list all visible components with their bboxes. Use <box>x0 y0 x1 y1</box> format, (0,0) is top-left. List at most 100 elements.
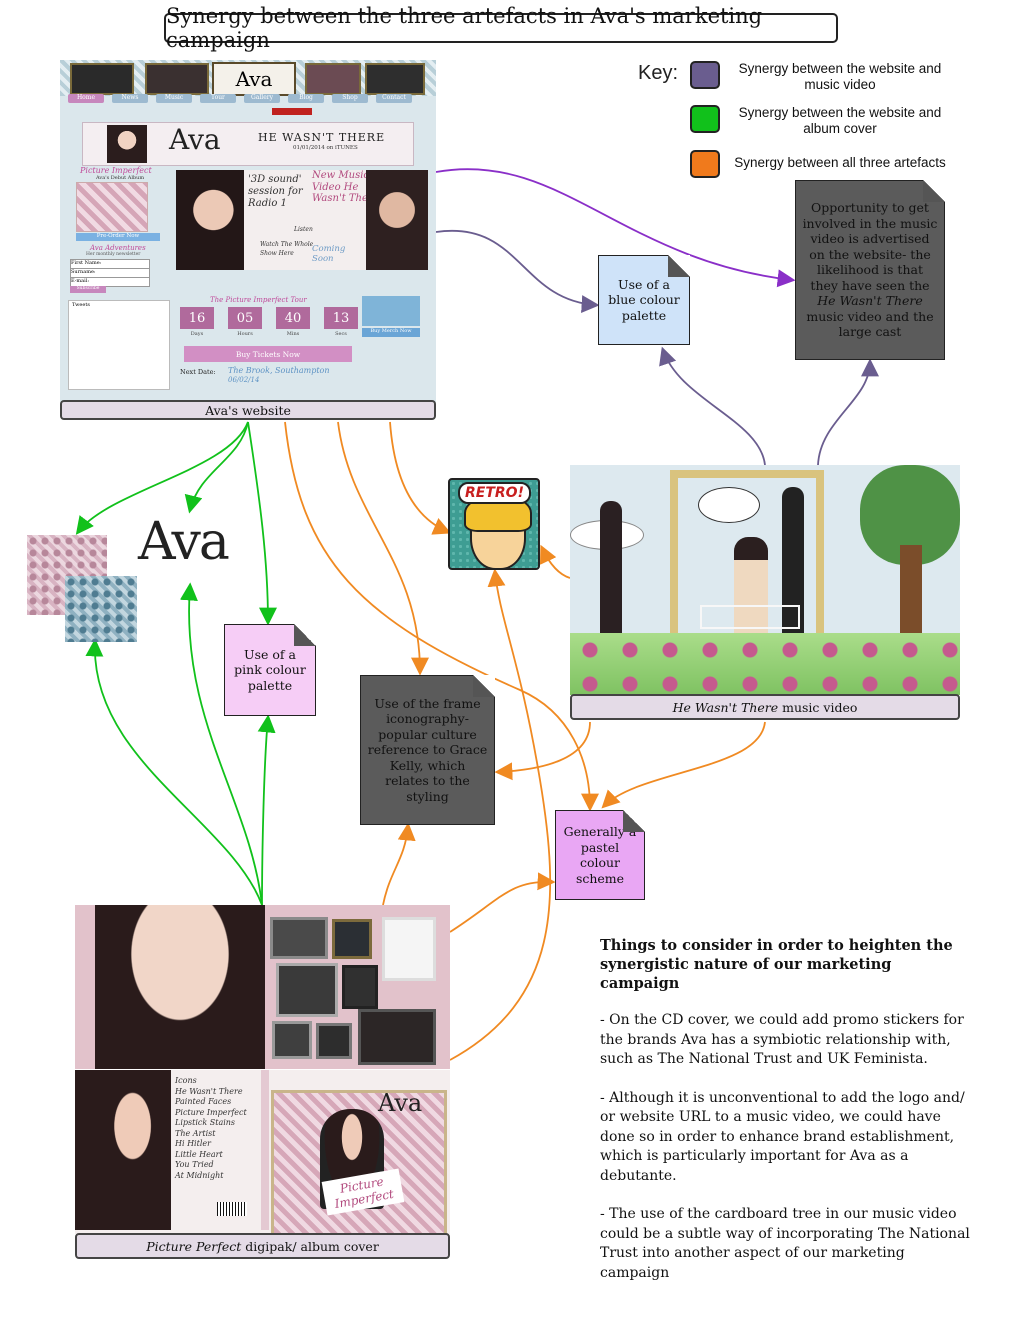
key-swatch-album <box>690 105 720 133</box>
pastel-note-text: Generally a pastel colour scheme <box>563 824 637 886</box>
opportunity-note-pre: Opportunity to get involved in the music… <box>802 200 938 293</box>
merch-thumb <box>362 296 420 326</box>
frame-top-bar <box>670 470 824 478</box>
frame-right-post <box>816 470 824 695</box>
preorder-button[interactable]: Pre-Order Now <box>76 233 160 241</box>
album-cover-bottom: Icons He Wasn't There Painted Faces Pict… <box>75 1070 450 1234</box>
banner-logo: Ava <box>169 123 221 156</box>
album-frame <box>270 917 328 959</box>
tour-counter: 16 05 40 13 <box>180 307 358 329</box>
video-caption-italic: He Wasn't There <box>672 699 779 715</box>
opportunity-note-post: music video and the large cast <box>806 308 934 340</box>
counter-labels: Days Hours Mins Secs <box>180 331 358 337</box>
blue-palette-text: Use of a blue colour palette <box>608 276 680 323</box>
video-caption-rest: music video <box>778 699 858 715</box>
header-photo <box>145 63 209 95</box>
blue-damask-swatch <box>65 576 137 642</box>
album-back-portrait <box>75 1070 171 1230</box>
album-barcode <box>217 1202 247 1216</box>
retro-popart-image: RETRO! <box>448 478 540 570</box>
performer-center <box>734 537 768 641</box>
album-thumb <box>76 182 148 232</box>
album-sub: Ava's Debut Album <box>96 175 145 181</box>
track: Lipstick Stains <box>175 1118 236 1127</box>
banner-date: 01/01/2014 on iTUNES <box>293 145 358 151</box>
album-frame <box>276 963 338 1017</box>
note-fold <box>623 810 645 832</box>
nav-gallery[interactable]: Gallery <box>244 94 280 103</box>
counter-label: Mins <box>286 331 300 337</box>
coming-soon-text: Coming Soon <box>312 244 346 264</box>
album-cover-top <box>75 905 450 1069</box>
album-frame <box>382 917 436 981</box>
nav-news[interactable]: News <box>112 94 148 103</box>
new-video-text: New Music Video He Wasn't There <box>312 170 379 204</box>
album-frame <box>316 1023 352 1059</box>
nav-contact[interactable]: Contact <box>376 94 412 103</box>
website-nav: Home News Music Tour Gallery Blog Shop C… <box>68 94 430 104</box>
website-banner: Ava HE WASN'T THERE 01/01/2014 on iTUNES <box>82 122 414 166</box>
album-caption-rest: digipak/ album cover <box>241 1238 379 1254</box>
key-label: Key: <box>638 62 679 84</box>
album-front-logo: Ava <box>378 1089 423 1117</box>
buy-merch-button[interactable]: Buy Merch Now <box>362 328 420 337</box>
video-caption: He Wasn't There music video <box>570 694 960 720</box>
key-swatch-video <box>690 61 720 89</box>
counter-secs: 13 <box>324 307 358 329</box>
social-badge <box>272 108 312 115</box>
track: Picture Imperfect <box>175 1107 247 1117</box>
consideration-point: - On the CD cover, we could add promo st… <box>600 1012 964 1067</box>
counter-mins: 40 <box>276 307 310 329</box>
nav-blog[interactable]: Blog <box>288 94 324 103</box>
album-upside-down-face <box>95 905 265 1069</box>
email-field[interactable]: E-mail: <box>70 277 150 287</box>
next-date-label: Next Date: <box>180 368 216 376</box>
listen-link[interactable]: Listen <box>294 226 313 233</box>
watch-link[interactable]: Watch The Whole Show Here <box>260 241 314 257</box>
cloud-prop <box>698 487 760 523</box>
counter-label: Days <box>190 331 204 337</box>
nav-tour[interactable]: Tour <box>200 94 236 103</box>
opportunity-note-italic: He Wasn't There <box>817 293 923 309</box>
album-caption-italic: Picture Perfect <box>146 1238 242 1254</box>
opportunity-note: Opportunity to get involved in the music… <box>795 180 945 360</box>
frame-note-text: Use of the frame iconography- popular cu… <box>367 695 488 804</box>
nav-home[interactable]: Home <box>68 94 104 103</box>
album-frame <box>272 1021 312 1059</box>
next-date-value: The Brook, Southampton <box>228 366 330 375</box>
album-frame-collage <box>270 917 440 1065</box>
pink-palette-text: Use of a pink colour palette <box>234 646 306 693</box>
nav-shop[interactable]: Shop <box>332 94 368 103</box>
banner-portrait <box>107 125 147 163</box>
session-portrait <box>176 170 244 270</box>
album-frame <box>332 919 372 959</box>
note-fold <box>923 180 945 202</box>
track: At Midnight <box>175 1170 224 1180</box>
note-fold <box>668 255 690 277</box>
album-spine <box>261 1070 269 1230</box>
tweets-heading: Tweets <box>72 302 90 308</box>
album-front-cover: Ava Picture Imperfect <box>271 1089 447 1234</box>
tweets-panel: Tweets <box>68 300 170 390</box>
key-swatch-all <box>690 150 720 178</box>
track: Painted Faces <box>175 1097 232 1106</box>
header-photo <box>305 63 361 95</box>
key-text-all: Synergy between all three artefacts <box>734 155 946 170</box>
track: Little Heart <box>175 1149 223 1159</box>
counter-days: 16 <box>180 307 214 329</box>
next-date-day: 06/02/14 <box>228 376 260 384</box>
adventures-sub: Her monthly newsletter <box>86 252 141 257</box>
website-caption: Ava's website <box>60 400 436 420</box>
subscribe-button[interactable]: Subscribe <box>70 286 106 293</box>
album-caption: Picture Perfect digipak/ album cover <box>75 1233 450 1259</box>
album-frame <box>358 1009 436 1065</box>
nav-music[interactable]: Music <box>156 94 192 103</box>
video-portrait <box>366 170 428 270</box>
counter-hours: 05 <box>228 307 262 329</box>
header-logo: Ava <box>235 67 273 91</box>
session-text: '3D sound' session for Radio 1 <box>248 174 303 209</box>
track: You Tried <box>175 1160 214 1169</box>
buy-tickets-button[interactable]: Buy Tickets Now <box>184 346 352 362</box>
counter-label: Hours <box>237 331 253 337</box>
performer-left <box>600 501 622 635</box>
